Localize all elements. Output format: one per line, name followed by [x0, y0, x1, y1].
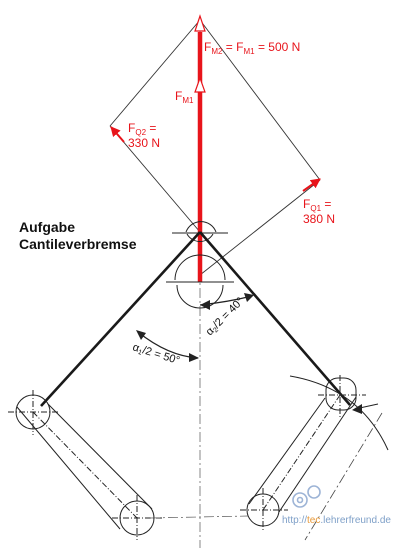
- angle-alpha1-arc: [136, 330, 199, 362]
- fq1-value: 380 N: [303, 212, 335, 226]
- fm1-label: FM1: [175, 89, 194, 105]
- force-fm1-arrowhead: [194, 76, 206, 93]
- rim-force-arrow: [304, 403, 383, 541]
- fq1-label: FQ1 =: [303, 197, 331, 213]
- force-fm2-arrowhead: [194, 14, 206, 32]
- force-parallelogram: [109, 19, 321, 276]
- lower-pivot: [166, 254, 234, 309]
- fq2-label: FQ2 =: [128, 121, 156, 137]
- brake-arms: [40, 231, 351, 407]
- watermark: http://tec.lehrerfreund.de: [282, 515, 391, 526]
- left-brake-pad: [8, 390, 162, 540]
- right-brake-pad: [240, 375, 366, 532]
- title-line-2: Cantileverbremse: [19, 236, 137, 252]
- alpha1-label: α1/2 = 50°: [131, 341, 181, 368]
- fq2-value: 330 N: [128, 136, 160, 150]
- rim-arc: [289, 375, 389, 451]
- fm2-label: FM2 = FM1 = 500 N: [204, 40, 300, 56]
- lower-axis-line: [149, 515, 249, 519]
- force-fq1-arrow: [302, 178, 321, 192]
- title-line-1: Aufgabe: [19, 219, 75, 235]
- angle-alpha2-arc: [199, 293, 254, 310]
- force-fq2-arrow: [110, 126, 125, 143]
- gear-icon: [292, 485, 321, 508]
